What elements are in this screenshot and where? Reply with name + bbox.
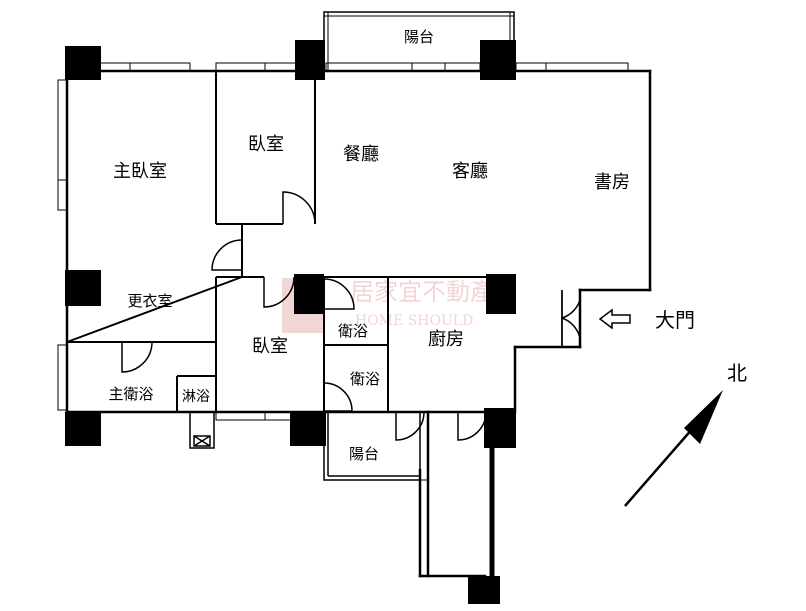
room-label-master-bath: 主衛浴 (108, 385, 153, 403)
room-label-dining: 餐廳 (343, 144, 379, 165)
watermark-english: HOME SHOULD (355, 313, 473, 329)
entrance-label: 大門 (655, 308, 695, 332)
left-windows (57, 79, 68, 411)
doors (121, 191, 581, 441)
interior-walls (66, 71, 515, 412)
room-label-shower: 淋浴 (182, 389, 210, 405)
room-label-bathroom-upper: 衛浴 (338, 322, 368, 340)
room-label-bathroom-lower: 衛浴 (350, 370, 380, 388)
entrance-arrow-icon (598, 308, 631, 330)
north-arrow-icon (624, 390, 723, 507)
room-label-study: 書房 (594, 172, 630, 193)
room-label-living: 客廳 (452, 161, 488, 182)
room-label-walk-in-closet: 更衣室 (127, 292, 172, 310)
watermark-name: 居家宜不動產 (350, 278, 494, 306)
room-label-kitchen: 廚房 (428, 328, 464, 350)
room-label-balcony-bottom: 陽台 (349, 445, 379, 463)
columns (65, 40, 516, 604)
room-label-bedroom-top: 臥室 (248, 134, 284, 155)
room-label-bedroom-middle: 臥室 (252, 336, 288, 357)
room-label-master-bedroom: 主臥室 (113, 161, 167, 182)
compass-label: 北 (727, 361, 747, 385)
shaft (189, 411, 215, 449)
room-label-balcony-top: 陽台 (404, 28, 434, 46)
